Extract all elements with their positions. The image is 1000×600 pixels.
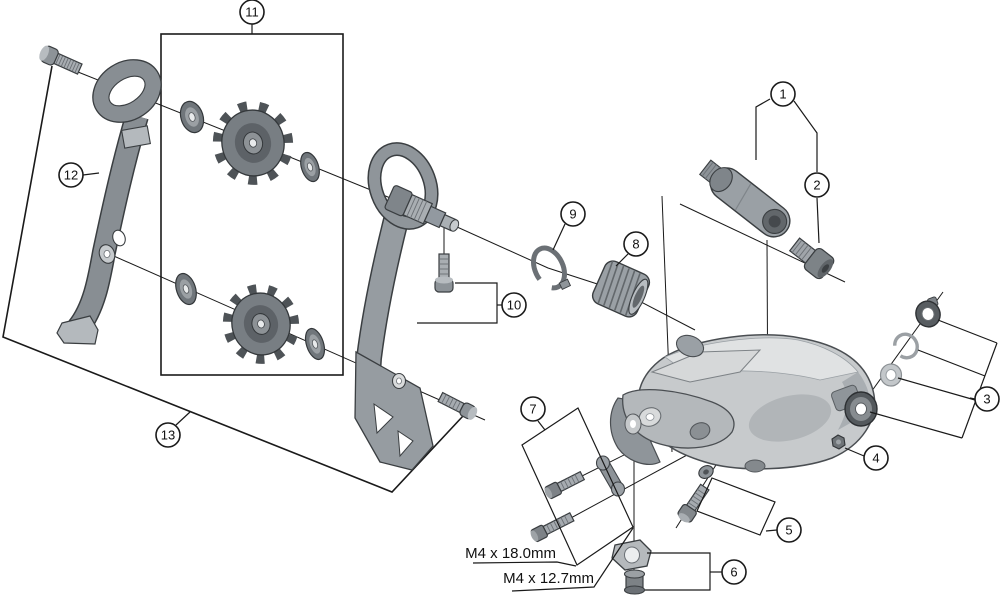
bracket-3 [869, 319, 998, 439]
callout-1: 1 [770, 81, 796, 107]
bearing-group [844, 296, 941, 427]
inner-cage-plate [56, 59, 162, 345]
callout-10: 10 [501, 292, 527, 318]
svg-text:8: 8 [632, 237, 639, 252]
svg-text:9: 9 [569, 207, 576, 222]
callout-13: 13 [155, 422, 181, 448]
bracket-5 [696, 477, 778, 536]
svg-text:2: 2 [813, 178, 820, 193]
callout-2: 2 [804, 172, 830, 198]
cage-stopper-plate [611, 539, 652, 571]
dim-leader-2 [511, 527, 634, 592]
guide-pulley [212, 101, 294, 185]
bracket-7 [521, 407, 634, 566]
axis-lines [77, 71, 944, 584]
axle-bolt [434, 253, 454, 293]
dimension-label-m4x18: M4 x 18.0mm [465, 545, 556, 562]
svg-text:7: 7 [529, 402, 536, 417]
mounting-bolt [788, 237, 835, 280]
callout-8: 8 [623, 231, 649, 257]
stopper-nut [831, 434, 846, 450]
callout-4: 4 [863, 445, 889, 471]
bracket-6 [645, 552, 722, 591]
callout-leaders [82, 24, 998, 592]
callout-6: 6 [721, 559, 747, 585]
pulley-bolt-lower [437, 391, 478, 420]
outer-cage-plate [354, 142, 439, 471]
snap-ring [531, 245, 572, 291]
svg-text:3: 3 [983, 392, 990, 407]
callout-12: 12 [58, 162, 84, 188]
svg-text:1: 1 [779, 87, 786, 102]
callout-3: 3 [974, 386, 1000, 412]
pulley-axle-unit [384, 185, 460, 232]
callout-5: 5 [776, 517, 802, 543]
dim-leader-1 [472, 561, 577, 567]
callout-7: 7 [520, 396, 546, 422]
svg-text:11: 11 [245, 5, 259, 20]
svg-text:5: 5 [785, 523, 792, 538]
svg-text:10: 10 [507, 298, 521, 313]
callout-11: 11 [239, 0, 265, 25]
svg-text:6: 6 [730, 565, 737, 580]
svg-text:12: 12 [64, 168, 78, 183]
plate-assembly-outline-13 [2, 65, 464, 493]
svg-text:4: 4 [872, 451, 879, 466]
dimension-label-m4x12: M4 x 12.7mm [503, 570, 594, 587]
cage-stopper-screw [623, 569, 646, 595]
derailleur-body [609, 334, 876, 473]
spring-bushing [591, 260, 651, 318]
svg-text:13: 13 [161, 428, 175, 443]
pulley-bolt-upper [39, 45, 83, 75]
pulley-washers [175, 100, 326, 361]
link-fixing-bolts [530, 455, 626, 543]
bracket-link [698, 159, 791, 238]
callout-9: 9 [560, 201, 586, 227]
tension-pulley [222, 284, 300, 364]
adjust-bolt-group [677, 465, 714, 523]
